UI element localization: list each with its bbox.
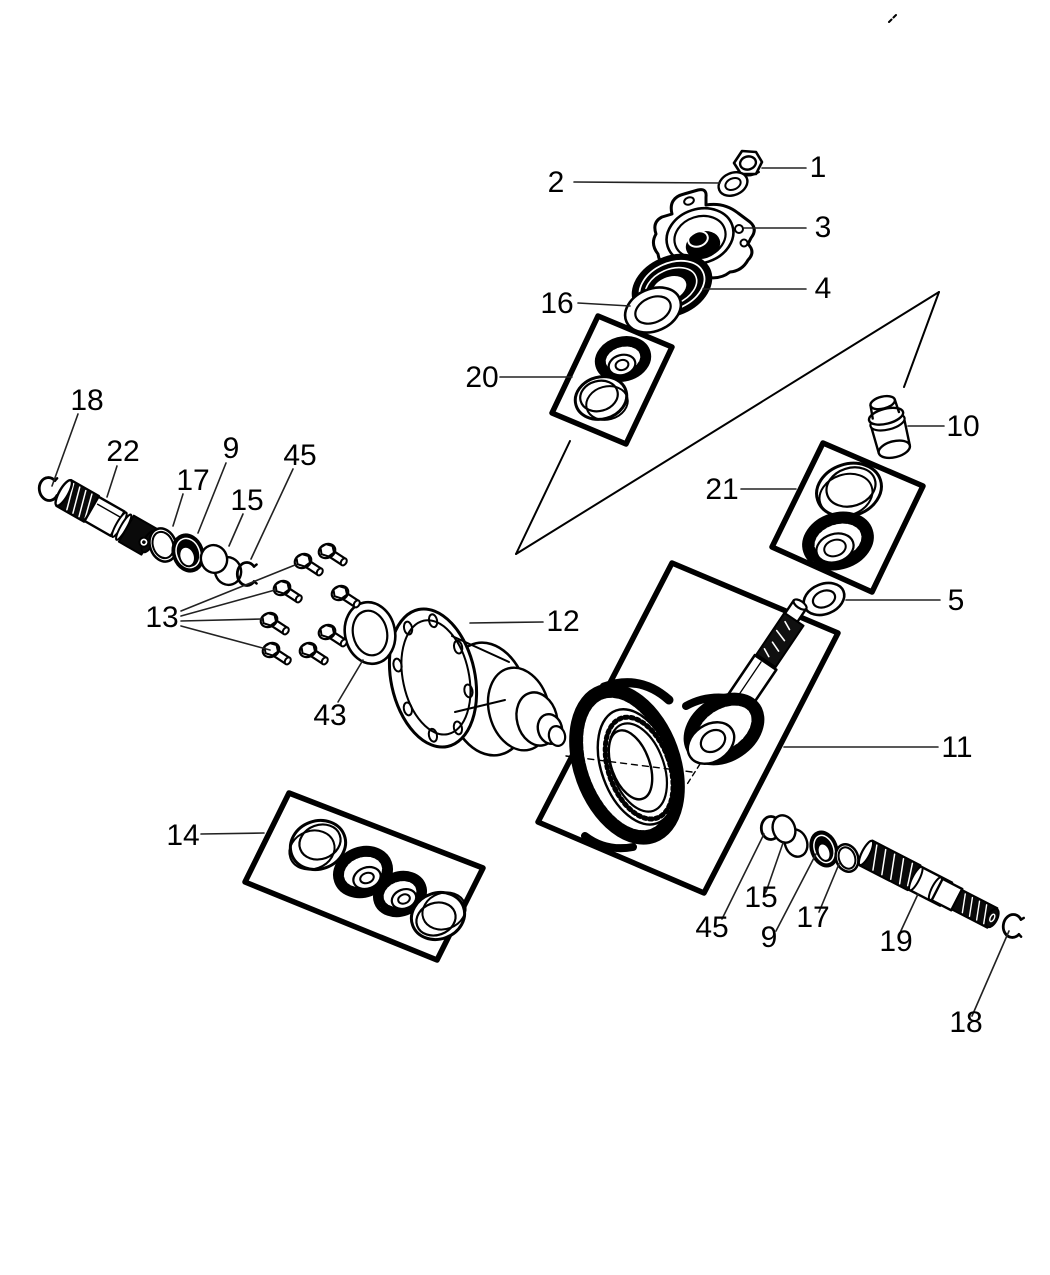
callout-45-right: 45 xyxy=(695,911,729,944)
callout-1: 1 xyxy=(809,151,827,184)
leader-45-left xyxy=(250,468,294,560)
leader-19 xyxy=(898,893,919,936)
callout-17-left: 17 xyxy=(176,464,210,497)
bearing-cone xyxy=(373,870,427,918)
leader-22 xyxy=(106,465,118,498)
callout-2: 2 xyxy=(547,166,565,199)
callout-9-left: 9 xyxy=(222,432,240,465)
leader-18-left xyxy=(51,413,79,487)
inner-pinion-bearing-cone xyxy=(802,511,874,571)
callout-16: 16 xyxy=(540,287,574,320)
pinion-nut xyxy=(732,149,764,177)
callout-21: 21 xyxy=(705,473,739,506)
leader-13b xyxy=(180,589,276,617)
corner-tick xyxy=(888,14,897,23)
leader-18-right xyxy=(971,930,1010,1017)
ring-gear xyxy=(565,678,693,853)
leader-15-right xyxy=(765,842,784,893)
callout-9-right: 9 xyxy=(760,921,778,954)
leader-lines xyxy=(51,167,1010,1017)
bearing-cup xyxy=(288,818,348,872)
callout-13: 13 xyxy=(145,601,179,634)
kit-box-14 xyxy=(242,790,486,963)
differential-bearing-kit-parts xyxy=(288,818,467,942)
kit-box-21 xyxy=(769,440,926,595)
leader-13a xyxy=(180,564,296,612)
pinion-washer xyxy=(717,171,749,197)
shim-washer xyxy=(802,581,846,617)
callout-5: 5 xyxy=(947,584,965,617)
output-shaft-right xyxy=(857,839,1000,929)
snap-ring-right xyxy=(1000,911,1026,941)
callout-15-right: 15 xyxy=(744,881,778,914)
callout-3: 3 xyxy=(814,211,832,244)
callout-4: 4 xyxy=(814,272,832,305)
output-shaft-left xyxy=(54,478,158,556)
kit-box-20 xyxy=(549,313,675,447)
callout-20: 20 xyxy=(465,361,499,394)
collar-left xyxy=(199,543,243,587)
pointer-span-lines xyxy=(515,291,940,555)
callout-18-left: 18 xyxy=(70,384,104,417)
callout-15-left: 15 xyxy=(230,484,264,517)
leader-12 xyxy=(469,621,544,624)
callout-12: 12 xyxy=(546,605,580,638)
leader-13d xyxy=(180,625,271,651)
leader-15-left xyxy=(228,513,244,547)
shim-ring xyxy=(343,600,397,666)
leader-2 xyxy=(573,181,721,184)
inner-pinion-bearing-cup xyxy=(815,461,883,519)
seal-washer xyxy=(623,286,683,334)
leader-16 xyxy=(577,302,631,307)
leader-43 xyxy=(337,659,364,703)
leader-17-left xyxy=(172,493,184,527)
callout-14: 14 xyxy=(166,819,200,852)
collapsible-spacer xyxy=(867,394,912,460)
outer-pinion-bearing-cone xyxy=(594,336,652,382)
ring-gear-bolts xyxy=(257,540,363,667)
callout-45-left: 45 xyxy=(283,439,317,472)
leader-9-right xyxy=(775,853,817,932)
bearing-left xyxy=(171,533,205,573)
drive-pinion-gear xyxy=(682,598,808,787)
collar-right xyxy=(771,814,809,858)
bearing-right xyxy=(809,830,839,868)
callout-43: 43 xyxy=(313,699,347,732)
ring-right xyxy=(834,843,860,873)
callout-10: 10 xyxy=(946,410,980,443)
callout-11: 11 xyxy=(941,731,973,764)
outer-pinion-bearing-cup xyxy=(573,375,629,421)
callout-17-right: 17 xyxy=(796,901,830,934)
callout-22: 22 xyxy=(106,435,140,468)
leader-45-right xyxy=(721,833,765,920)
differential-case xyxy=(387,607,567,757)
leader-17-right xyxy=(818,863,840,913)
leader-13c xyxy=(180,618,263,622)
bearing-cup xyxy=(409,890,467,942)
callout-19: 19 xyxy=(879,925,913,958)
callout-18-right: 18 xyxy=(949,1006,983,1039)
leader-14 xyxy=(200,832,265,835)
leader-9-left xyxy=(197,462,227,534)
